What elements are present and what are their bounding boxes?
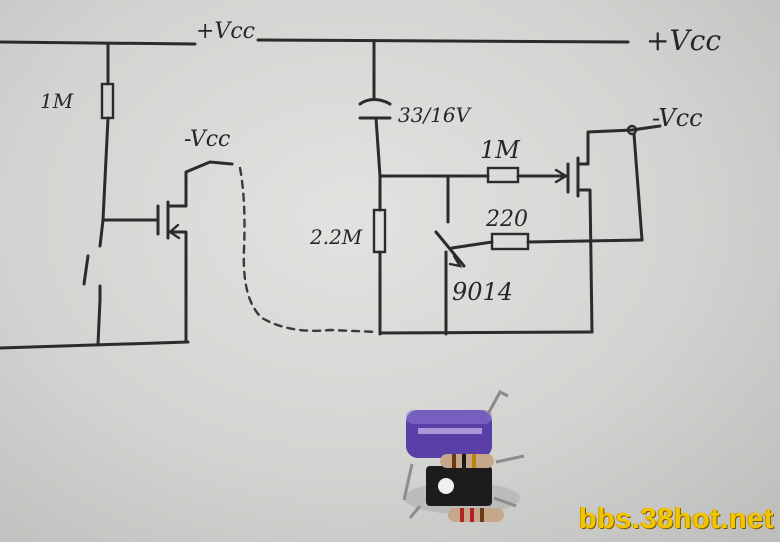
dashed-link — [238, 166, 380, 334]
vcc-rail-right — [256, 38, 630, 44]
vcc-rail-left — [0, 40, 197, 46]
transistor-base-wire — [450, 240, 494, 250]
junction-neg-vcc — [626, 124, 638, 136]
label-2-2m: 2.2M — [309, 225, 363, 249]
label-capacitor: 33/16V — [398, 103, 473, 127]
resistor-photo-bottom — [448, 508, 504, 522]
switch-contact-left — [82, 254, 90, 286]
ground-rail-left — [0, 340, 190, 350]
chip-photo — [426, 466, 492, 506]
label-1m-right: 1M — [480, 136, 521, 164]
mosfet-left-source — [166, 230, 188, 342]
label-220: 220 — [485, 207, 528, 232]
label-vcc-top-right: +Vcc — [646, 24, 721, 57]
label-vcc-top-left: +Vcc — [196, 19, 255, 44]
mosfet-left-arrow — [168, 223, 181, 240]
mosfet-left-drain — [166, 160, 234, 208]
ground-rail-right — [378, 330, 594, 335]
switch-wire-bottom — [96, 298, 102, 346]
resistor-photo-top — [440, 454, 494, 468]
mosfet-right-source — [576, 188, 594, 334]
switch-wire-top — [98, 218, 105, 248]
label-neg-vcc-left: -Vcc — [184, 127, 230, 152]
label-9014: 9014 — [452, 278, 513, 306]
capacitor-plate-top — [358, 98, 392, 106]
neg-vcc-drop — [632, 132, 644, 242]
label-1m-left: 1M — [40, 89, 74, 113]
label-neg-vcc-right: -Vcc — [652, 104, 703, 132]
gate-arrow-right — [554, 168, 569, 184]
transistor-base — [434, 230, 466, 268]
mosfet-right-drain — [576, 124, 662, 166]
res-220-return — [526, 238, 644, 244]
left-branch-wire-mid — [101, 116, 110, 222]
transistor-arrow — [448, 254, 463, 268]
watermark-text: bbs.38hot.net — [578, 503, 774, 535]
mid-branch-wire-cap — [374, 116, 382, 178]
